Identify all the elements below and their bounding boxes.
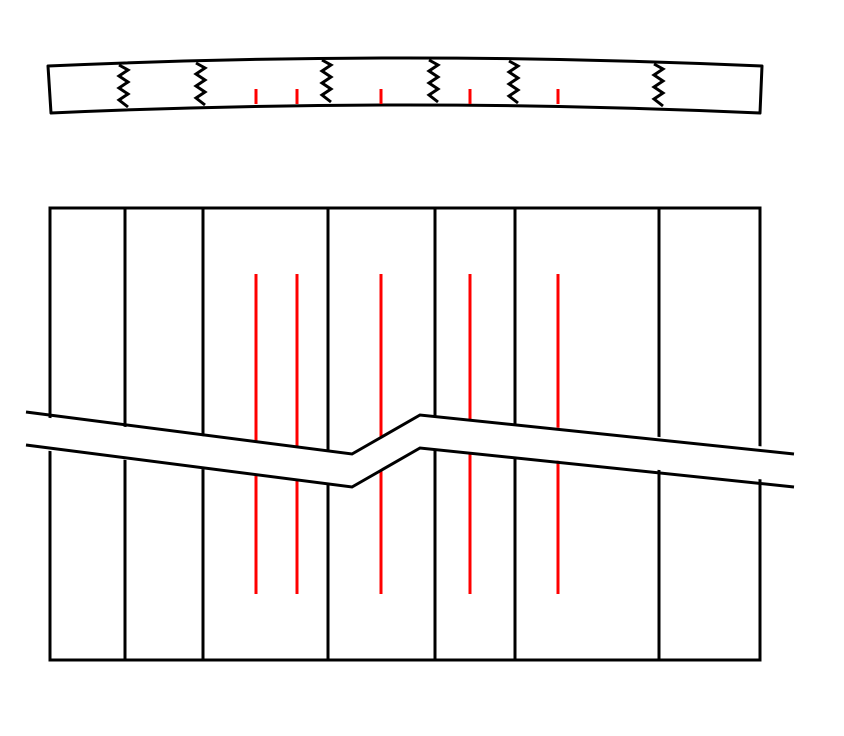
zigzag-joint-icon: [651, 62, 666, 108]
zigzag-joint-icon: [426, 58, 441, 104]
break-line-upper: [25, 410, 795, 456]
zigzag-joint-icon: [319, 58, 334, 104]
zigzag-joint-icon: [116, 63, 131, 109]
plan-view: [25, 206, 795, 662]
zigzag-joint-icon: [506, 59, 521, 105]
section-view: [46, 56, 764, 115]
z-break-symbol: [25, 410, 795, 489]
break-line-lower: [25, 443, 795, 489]
plan-outline: [48, 206, 762, 662]
curved-strip-outline: [46, 56, 764, 115]
zigzag-joint-icon: [193, 61, 208, 107]
